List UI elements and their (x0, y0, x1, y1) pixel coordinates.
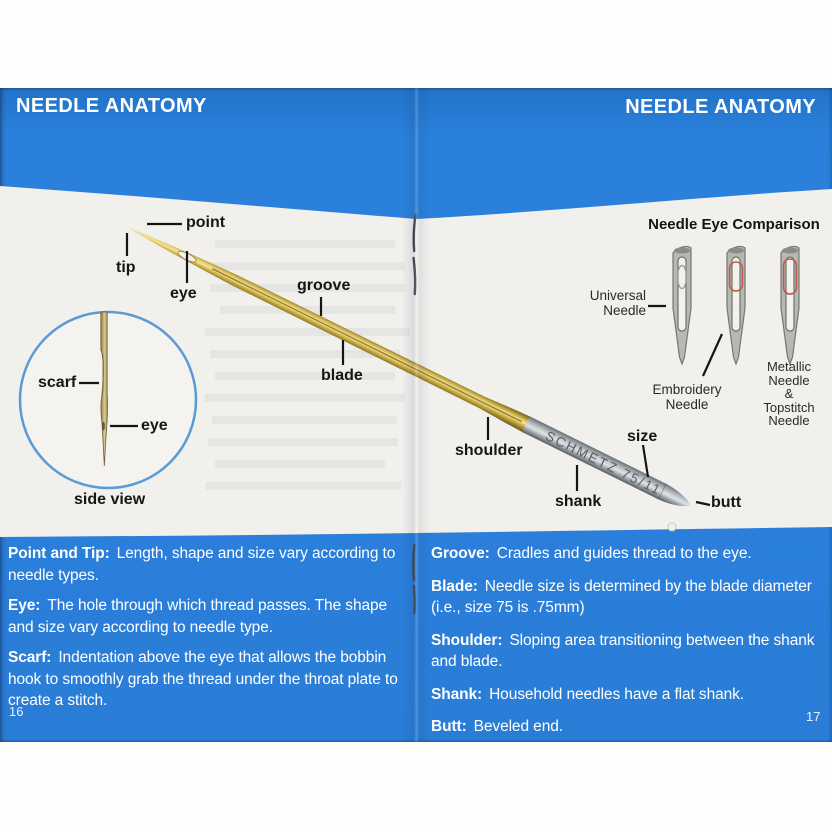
label-metallic-topstitch-needle: Metallic Needle & Topstitch Needle (763, 359, 815, 428)
embroidery-eye-highlight-ring (728, 261, 744, 292)
diagram-panel (0, 186, 832, 537)
definition-text: Indentation above the eye that allows th… (8, 649, 398, 709)
definition-term: Butt: (431, 718, 467, 735)
definition-text: Household needles have a flat shank. (489, 685, 744, 703)
label-shank: shank (555, 493, 602, 510)
definition-term: Shank: (431, 685, 483, 703)
label-shoulder: shoulder (455, 442, 523, 459)
label-inset-eye: eye (141, 417, 168, 434)
label-scarf: scarf (38, 374, 77, 391)
definition-scarf: Scarf:Indentation above the eye that all… (8, 647, 412, 712)
definition-term: Blade: (431, 577, 478, 595)
label-groove: groove (297, 277, 351, 294)
definitions-left: Point and Tip:Length, shape and size var… (8, 543, 412, 721)
label-leader-lines (79, 222, 724, 507)
label-tip: tip (116, 259, 136, 276)
definition-shank: Shank: Household needles have a flat shan… (431, 684, 829, 706)
metallic-topstitch-needle-figure (780, 245, 800, 366)
definition-term: Groove: (431, 545, 490, 562)
label-blade: blade (321, 367, 363, 384)
needle-eye-comparison-needles (672, 245, 800, 366)
embroidery-needle-figure (726, 245, 746, 366)
page-number-right: 17 (806, 709, 821, 724)
label-embroidery-needle: Embroidery Needle (652, 382, 722, 412)
definition-eye: Eye:The hole through which thread passes… (8, 595, 412, 638)
binding-hole-dot (667, 522, 677, 532)
metallic-eye-highlight-ring (782, 258, 798, 295)
label-universal-needle: Universal Needle (589, 288, 646, 318)
definition-term: Eye: (8, 597, 41, 614)
definition-blade: Blade:Needle size is determined by the b… (431, 576, 829, 619)
definition-groove: Groove: Cradles and guides thread to the … (431, 543, 829, 565)
page-title-left: NEEDLE ANATOMY (16, 95, 207, 117)
label-size: size (627, 428, 658, 445)
definition-term: Scarf: (8, 649, 52, 666)
universal-needle-figure (672, 245, 692, 366)
page-number-left: 16 (9, 704, 24, 719)
side-view-caption: side view (74, 491, 146, 508)
definition-shoulder: Shoulder:Sloping area transitioning betw… (431, 630, 829, 673)
side-view-eye-hole (102, 421, 105, 431)
definition-text: Length, shape and size vary according to… (8, 545, 396, 584)
label-point: point (186, 214, 226, 231)
definition-text: Sloping area transitioning between the s… (431, 631, 815, 671)
definition-text: Cradles and guides thread to the eye. (496, 545, 752, 562)
definition-text: Needle size is determined by the blade d… (431, 577, 812, 617)
page-title-right: NEEDLE ANATOMY (625, 96, 816, 118)
needle-blade-gold (127, 227, 532, 433)
label-eye: eye (170, 285, 197, 302)
definition-term: Point and Tip: (8, 545, 110, 562)
staple-top (412, 213, 417, 296)
side-view-inset (18, 310, 198, 490)
needle-shank-gray (522, 416, 690, 507)
definition-butt: Butt: Beveled end. (431, 716, 829, 738)
definition-point-and-tip: Point and Tip:Length, shape and size var… (8, 543, 412, 586)
definition-text: The hole through which thread passes. Th… (8, 597, 388, 636)
comparison-title: Needle Eye Comparison (648, 216, 820, 233)
definition-term: Shoulder: (431, 631, 503, 649)
definition-text: Beveled end. (473, 718, 563, 735)
definitions-right: Groove: Cradles and guides thread to the … (431, 543, 829, 749)
label-butt: butt (711, 494, 742, 511)
staple-bottom (412, 543, 417, 615)
